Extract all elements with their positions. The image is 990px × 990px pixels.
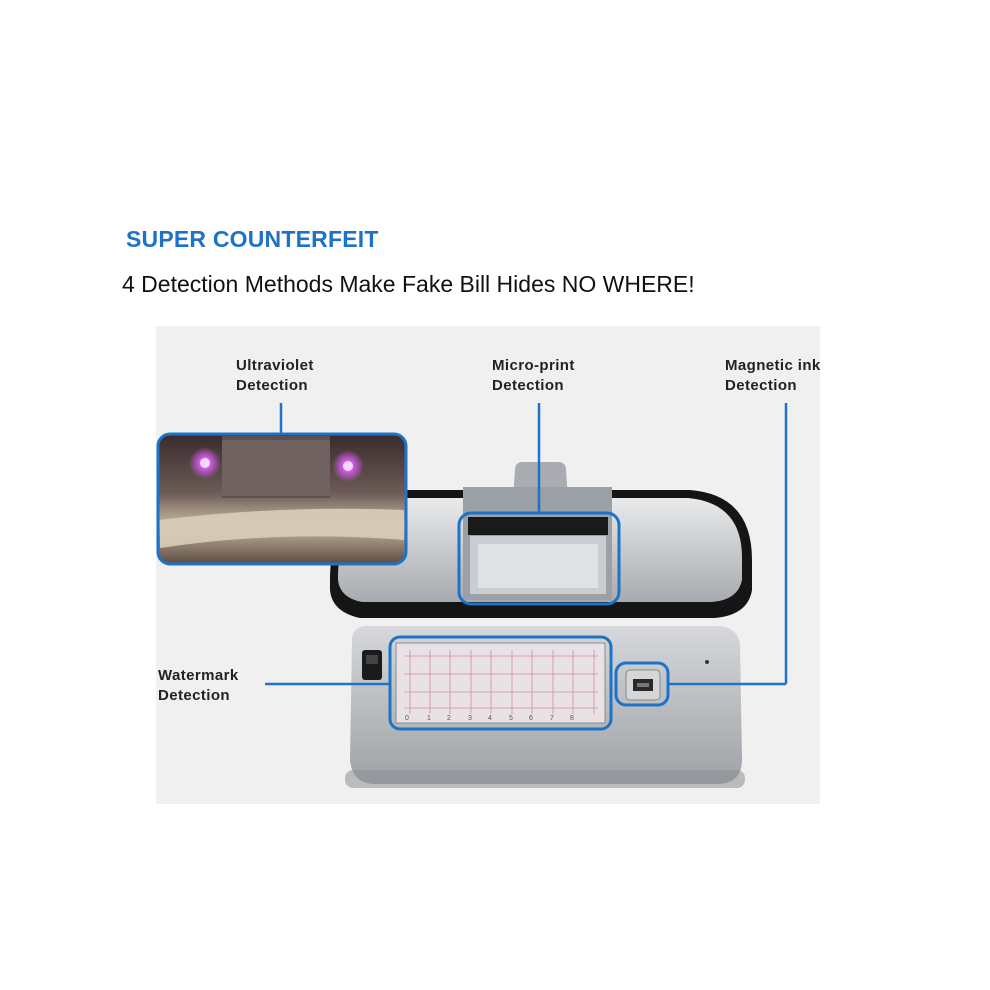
- watermark-highlight-frame: [388, 635, 613, 731]
- grid-number: 7: [550, 715, 554, 722]
- grid-number: 8: [570, 715, 574, 722]
- ultraviolet-inset-photo: [156, 432, 408, 566]
- callout-microprint-line2: Detection: [492, 377, 564, 394]
- grid-number: 3: [468, 715, 472, 722]
- indicator-light: [705, 660, 709, 664]
- microprint-highlight-frame: [457, 511, 621, 606]
- callout-microprint-line1: Micro-print: [492, 357, 575, 374]
- device-base-shadow: [345, 770, 745, 788]
- grid-number: 1: [427, 715, 431, 722]
- grid-number: 0: [405, 715, 409, 722]
- callout-lines: [265, 403, 788, 686]
- callout-microprint: Micro-print Detection: [492, 356, 575, 396]
- power-switch: [362, 650, 382, 680]
- callout-ultraviolet-line2: Detection: [236, 377, 308, 394]
- watermark-grid-numbers: 0 1 2 3 4 5 6 7 8: [405, 715, 574, 722]
- callout-watermark-line1: Watermark: [158, 667, 239, 684]
- watermark-grid-lines: [404, 650, 598, 714]
- callout-watermark: Watermark Detection: [158, 666, 239, 706]
- magnetic-ink-highlight-frame: [614, 661, 670, 707]
- grid-number: 2: [447, 715, 451, 722]
- callout-ultraviolet: Ultraviolet Detection: [236, 356, 314, 396]
- grid-number: 6: [529, 715, 533, 722]
- callout-watermark-line2: Detection: [158, 687, 230, 704]
- grid-number: 4: [488, 715, 492, 722]
- subheadline-detection-methods: 4 Detection Methods Make Fake Bill Hides…: [122, 271, 695, 297]
- callout-ultraviolet-line1: Ultraviolet: [236, 357, 314, 374]
- callout-magnetic-line2: Detection: [725, 377, 797, 394]
- callout-magnetic-ink: Magnetic ink Detection: [725, 356, 821, 396]
- headline-super-counterfeit: SUPER COUNTERFEIT: [126, 226, 379, 252]
- watermark-plate: [395, 642, 606, 724]
- callout-magnetic-line1: Magnetic ink: [725, 357, 821, 374]
- grid-number: 5: [509, 715, 513, 722]
